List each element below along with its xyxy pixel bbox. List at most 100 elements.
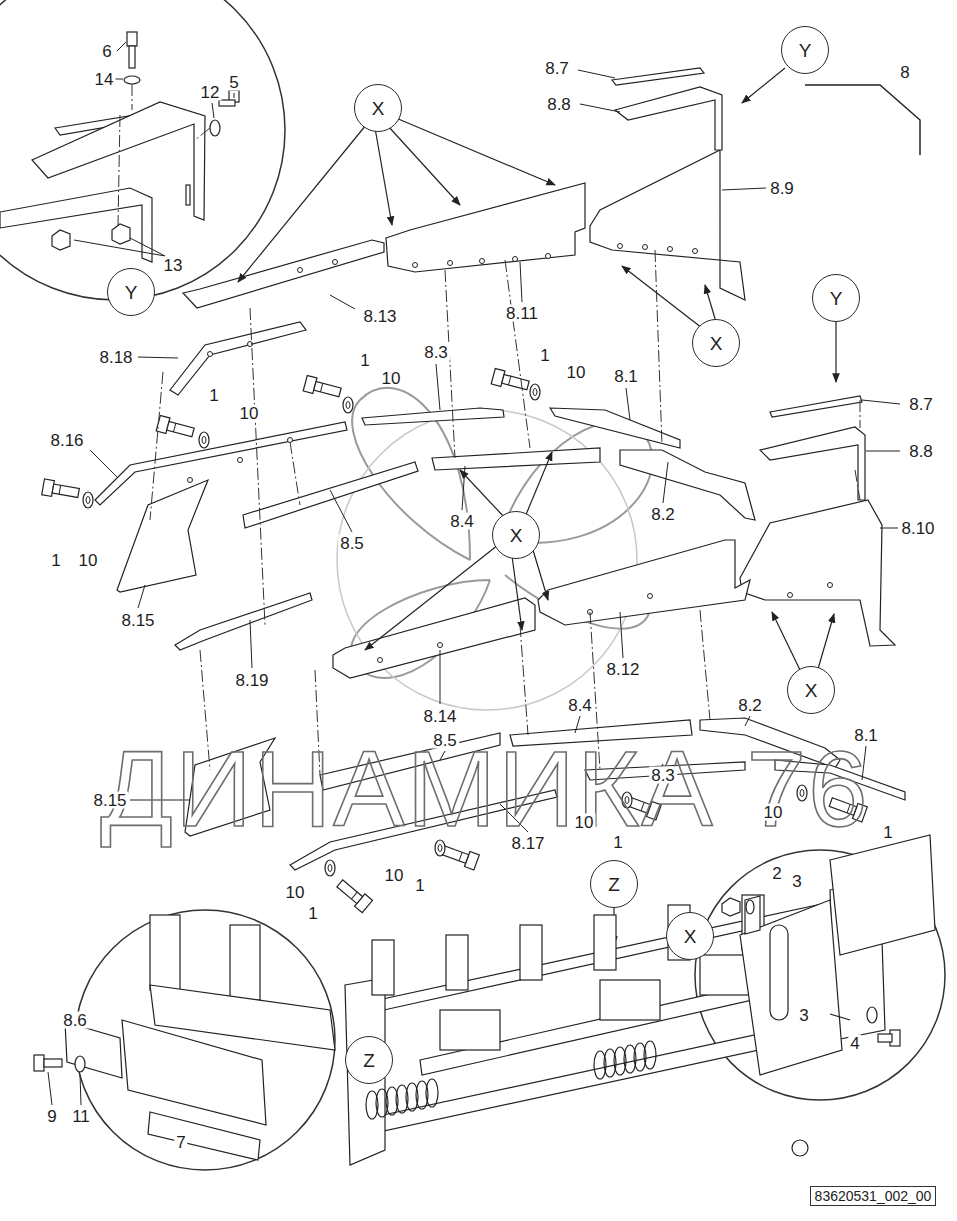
tine-detail — [230, 925, 260, 1000]
bracket-detail — [52, 230, 70, 250]
callout-number: 8.15 — [91, 792, 128, 809]
mounting-hole — [378, 658, 383, 663]
leader-line — [74, 240, 165, 256]
leader-arrow — [835, 320, 836, 382]
view-letter: X — [805, 681, 818, 700]
callout-number: 3 — [797, 1007, 810, 1024]
mounting-hole — [828, 583, 833, 588]
leader-arrow — [742, 68, 785, 103]
view-letter: X — [372, 99, 385, 118]
leader-line — [722, 188, 766, 190]
view-letter: Z — [363, 1051, 375, 1070]
bracket-detail — [745, 896, 760, 934]
leader-line — [80, 1074, 81, 1105]
assembly-line — [860, 400, 861, 428]
bracket-detail — [830, 835, 935, 955]
leader-line — [626, 388, 630, 420]
callout-number: 10 — [573, 814, 596, 831]
callout-number: 1 — [207, 387, 220, 404]
callout-number: 1 — [413, 877, 426, 894]
leader-line — [48, 42, 900, 1131]
mounting-hole — [448, 261, 453, 266]
mounting-hole — [188, 478, 193, 483]
part-outline — [117, 480, 208, 592]
callout-number: 8.3 — [649, 767, 677, 784]
bracket-detail — [124, 76, 140, 84]
view-letter: Z — [608, 875, 620, 894]
leader-arrow — [375, 128, 392, 225]
callout-number: 8.1 — [612, 368, 640, 385]
leader-line — [462, 466, 465, 510]
callout-number: 10 — [284, 884, 307, 901]
callout-number: 8.9 — [768, 180, 796, 197]
callout-number: 10 — [77, 552, 100, 569]
mounting-hole — [668, 247, 673, 252]
leader-line — [862, 400, 900, 404]
assembly-line — [250, 308, 265, 625]
drawing-number: 83620531_002_00 — [815, 1189, 932, 1203]
leader-line — [115, 79, 123, 80]
detail-circle — [0, 0, 285, 300]
callout-number: 8 — [898, 64, 911, 81]
machine-frame — [440, 1010, 500, 1050]
callout-number: 10 — [565, 364, 588, 381]
assembly-line — [118, 84, 210, 225]
bracket-detail — [746, 900, 754, 914]
callout-number: 7 — [174, 1134, 187, 1151]
leader-line — [866, 451, 900, 452]
callout-number: 8.2 — [736, 697, 764, 714]
bolt-symbol — [530, 384, 540, 400]
callout-number: 9 — [45, 1108, 58, 1125]
part-outline — [615, 87, 722, 150]
mounting-hole — [208, 352, 213, 357]
assembly-line — [520, 625, 528, 735]
bracket-detail — [878, 1034, 892, 1042]
leader-arrow — [238, 125, 366, 282]
callout-number: 8.8 — [907, 443, 935, 460]
machine-frame — [600, 980, 660, 1020]
part-outline — [740, 500, 895, 646]
bolt-symbol — [156, 415, 195, 440]
reference-circle: X — [692, 319, 740, 367]
bracket-detail — [0, 188, 152, 262]
leader-line — [330, 490, 352, 532]
tine-detail — [34, 915, 335, 1160]
callout-number: 8.4 — [566, 697, 594, 714]
mounting-hole — [480, 259, 485, 264]
view-letter: Y — [799, 41, 812, 60]
watermark: ДИНАМИКА 76 — [100, 736, 869, 843]
mounting-hole — [438, 643, 443, 648]
view-letter: X — [684, 927, 697, 946]
mounting-hole — [413, 263, 418, 268]
view-letter: X — [710, 334, 723, 353]
leader-line — [663, 462, 668, 503]
leader-arrow — [460, 470, 505, 518]
assembly-line — [855, 470, 860, 500]
machine-frame — [520, 925, 542, 980]
leader-arrow — [772, 612, 800, 670]
leader-arrow — [512, 556, 522, 630]
callout-number: 8.10 — [899, 520, 936, 537]
part-outline — [760, 427, 865, 500]
bracket-detail — [867, 1007, 877, 1023]
leader-line — [745, 716, 750, 726]
mounting-hole — [693, 249, 698, 254]
callout-number: 8.4 — [448, 513, 476, 530]
callout-number: 8.7 — [907, 396, 935, 413]
part-outline — [770, 396, 862, 417]
reference-circle: Z — [345, 1036, 393, 1084]
part-outline — [362, 408, 504, 425]
detail-circle — [0, 0, 945, 1170]
leader-line — [436, 364, 440, 410]
reference-circle: Y — [781, 26, 829, 74]
bolt-symbol — [325, 860, 335, 876]
part-outline — [95, 422, 347, 505]
assembly-line — [132, 84, 133, 110]
leader-arrow — [818, 614, 834, 669]
bolt-symbol — [440, 843, 479, 870]
bolt-symbol — [199, 432, 209, 448]
callout-number: 13 — [162, 257, 185, 274]
group-bracket — [805, 85, 920, 155]
leader-line — [575, 716, 580, 733]
